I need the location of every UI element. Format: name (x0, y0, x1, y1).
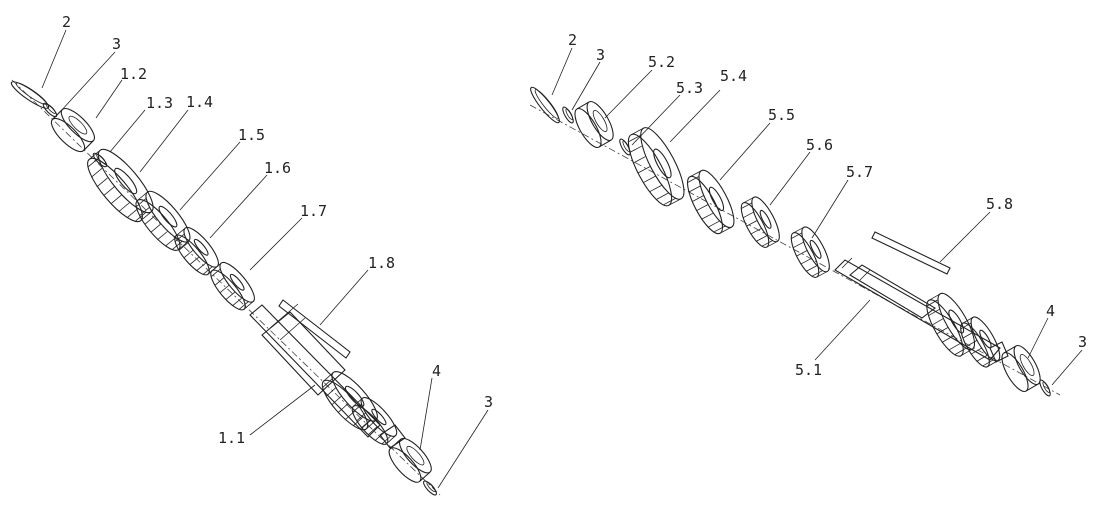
left-part-3-bottom-snapring (421, 478, 440, 498)
right-part-5-7-gear (785, 222, 835, 282)
right-leader-lines (551, 47, 1083, 386)
left-assembly: 2 3 1.2 1.3 1.4 1.5 1.6 1.7 1.8 1.1 4 3 (7, 13, 493, 498)
left-part-2-circlip (7, 77, 53, 112)
right-label-5-5: 5.5 (768, 106, 795, 124)
right-part-5-1-shaft (834, 257, 1009, 372)
left-label-1-6: 1.6 (264, 159, 291, 177)
left-label-1-2: 1.2 (120, 65, 147, 83)
right-label-5-2: 5.2 (648, 53, 675, 71)
right-part-3-bottom-snapring (1037, 378, 1053, 398)
right-label-2: 2 (568, 31, 577, 49)
left-label-1-1: 1.1 (218, 429, 245, 447)
left-label-3-bottom: 3 (484, 393, 493, 411)
left-leader-lines (41, 29, 489, 489)
left-part-1-8-key (278, 299, 351, 359)
left-label-3-top: 3 (112, 35, 121, 53)
left-label-1-3: 1.3 (146, 94, 173, 112)
right-label-3-top: 3 (596, 46, 605, 64)
right-part-4-bearing (996, 341, 1046, 396)
right-label-5-3: 5.3 (676, 79, 703, 97)
right-part-2-circlip (526, 84, 565, 126)
right-part-5-8-key (871, 231, 951, 275)
right-label-4: 4 (1046, 302, 1055, 320)
right-label-5-7: 5.7 (846, 163, 873, 181)
right-centerline (529, 104, 1061, 396)
left-part-1-1-shaft (249, 303, 406, 450)
left-label-1-7: 1.7 (300, 202, 327, 220)
left-label-4: 4 (432, 362, 441, 380)
left-centerline (11, 79, 441, 496)
right-part-5-2-bearing (569, 97, 619, 152)
left-label-2: 2 (62, 13, 71, 31)
right-assembly: 2 3 5.2 5.3 5.4 5.5 5.6 5.7 5.8 5.1 4 3 (526, 31, 1087, 398)
right-part-5-5-gear (680, 165, 741, 239)
left-label-1-5: 1.5 (238, 126, 265, 144)
left-label-1-8: 1.8 (368, 254, 395, 272)
left-part-1-6-gear (169, 222, 224, 280)
right-label-3-bottom: 3 (1078, 333, 1087, 351)
right-part-5-4-gear (620, 121, 693, 212)
left-part-1-7-gear (205, 257, 260, 315)
right-label-5-6: 5.6 (806, 136, 833, 154)
right-label-5-8: 5.8 (986, 195, 1013, 213)
left-label-1-4: 1.4 (186, 93, 213, 111)
left-part-4-bearing (383, 433, 437, 488)
right-label-5-4: 5.4 (720, 67, 747, 85)
right-label-5-1: 5.1 (795, 361, 822, 379)
